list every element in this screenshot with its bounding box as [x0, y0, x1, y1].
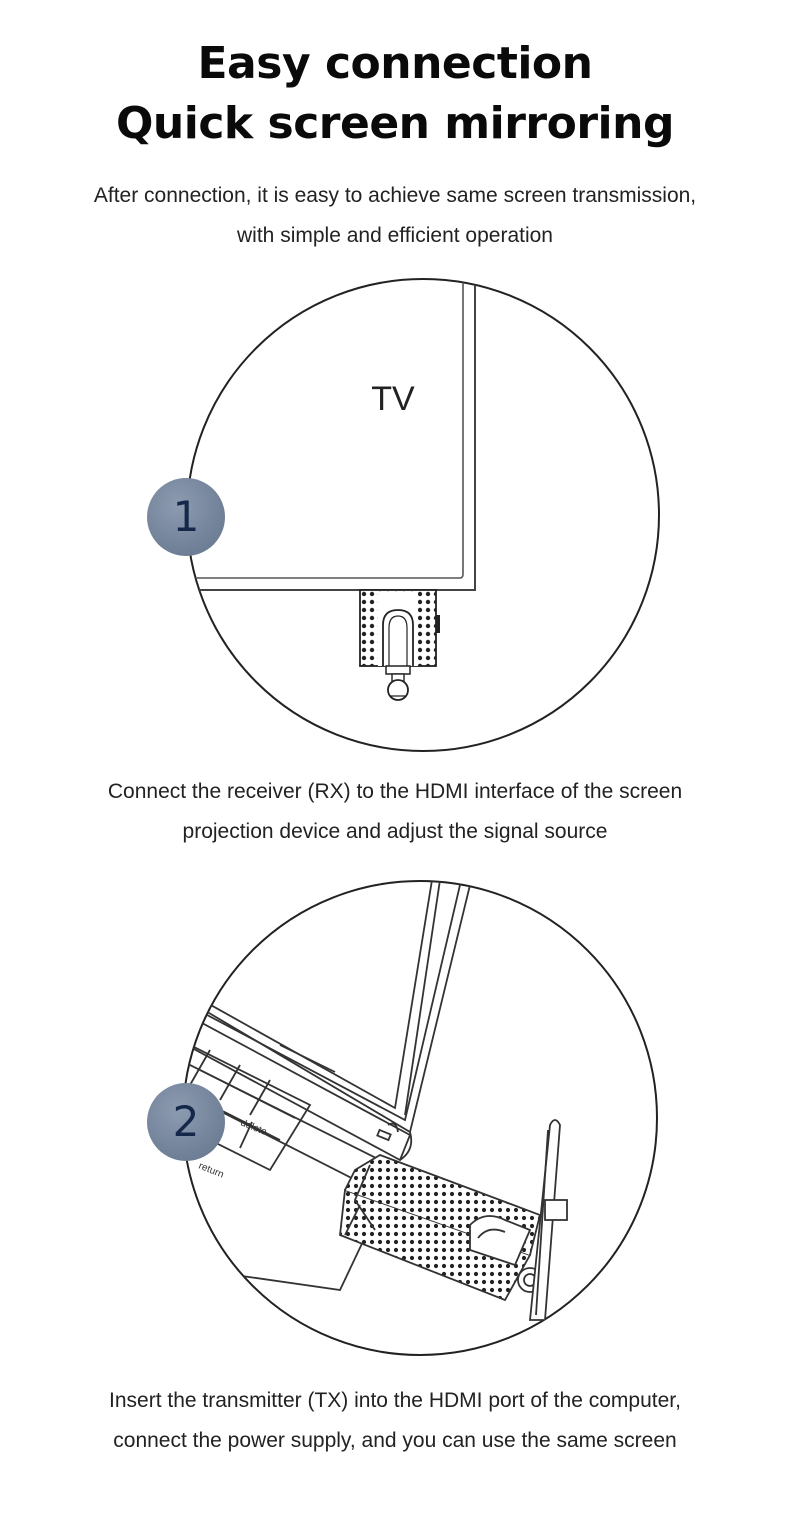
step-1-caption: Connect the receiver (RX) to the HDMI in… — [0, 772, 790, 852]
headline-line-2: Quick screen mirroring — [116, 98, 674, 149]
rx-dongle — [359, 589, 440, 701]
step-1-badge: 1 — [147, 478, 225, 556]
step-2-caption-line-1: Insert the transmitter (TX) into the HDM… — [109, 1389, 681, 1412]
laptop-transmitter-illustration: delete return — [182, 880, 658, 1356]
tx-dongle — [339, 1154, 543, 1302]
step-2-badge: 2 — [147, 1083, 225, 1161]
step-1-caption-line-2: projection device and adjust the signal … — [182, 820, 608, 843]
step-1-caption-line-1: Connect the receiver (RX) to the HDMI in… — [107, 780, 683, 803]
step-2-caption: Insert the transmitter (TX) into the HDM… — [0, 1381, 790, 1461]
step-2-caption-line-2: connect the power supply, and you can us… — [113, 1429, 677, 1452]
intro-text: After connection, it is easy to achieve … — [0, 176, 790, 256]
zoom-circle — [186, 278, 660, 752]
intro-line-1: After connection, it is easy to achieve … — [93, 184, 697, 207]
headline-line-1: Easy connection — [197, 38, 594, 89]
tv-receiver-illustration: TV — [186, 278, 660, 752]
tv-outline — [187, 279, 476, 591]
intro-line-2: with simple and efficient operation — [237, 224, 553, 247]
antenna — [529, 1119, 568, 1321]
tv-label: TV — [371, 380, 415, 418]
laptop-port — [376, 1122, 399, 1142]
